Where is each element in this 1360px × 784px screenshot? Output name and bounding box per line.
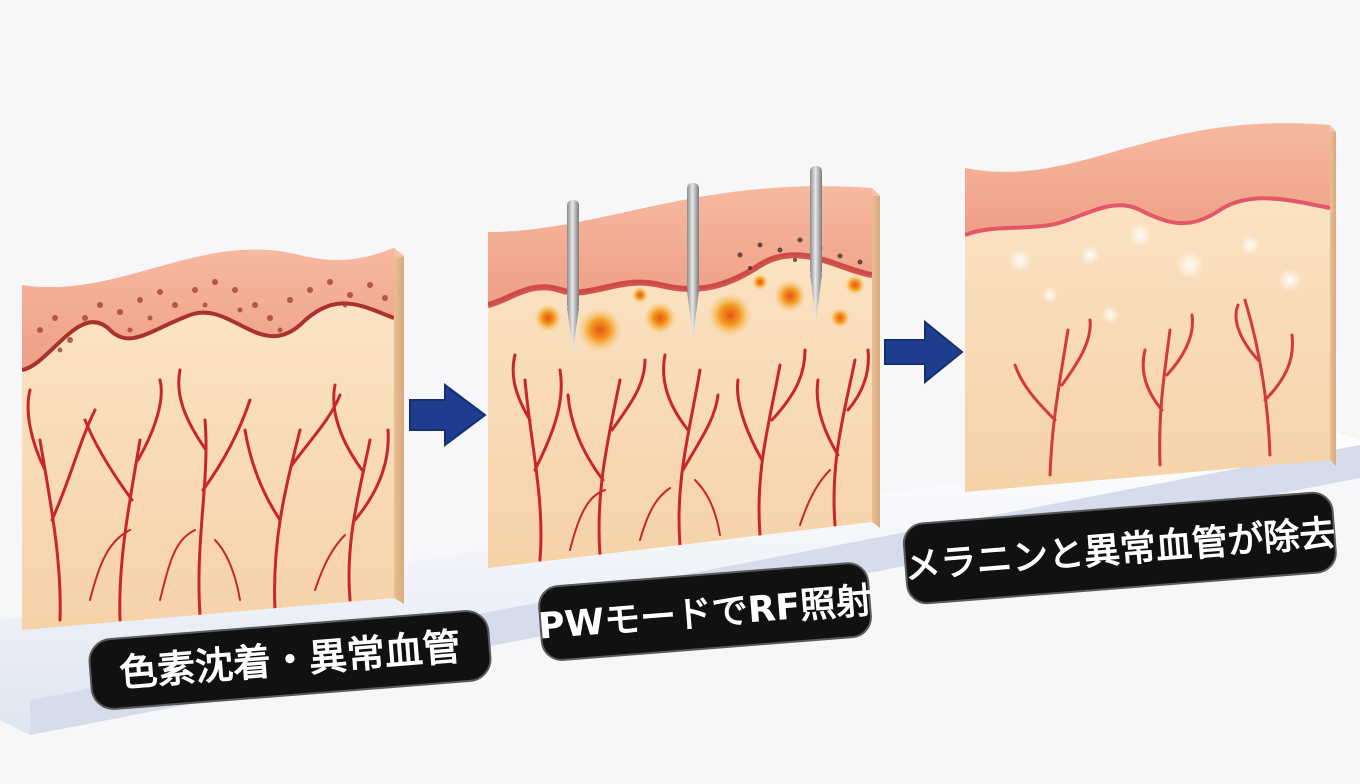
melanin-pigment bbox=[37, 279, 388, 353]
needle-icon bbox=[687, 183, 699, 338]
abnormal-blood-vessels bbox=[26, 368, 390, 622]
arrow-right-icon bbox=[884, 319, 964, 385]
panel-before bbox=[22, 248, 404, 630]
rf-needles bbox=[567, 166, 822, 350]
sparkle-glow bbox=[1008, 223, 1302, 324]
needle-icon bbox=[810, 166, 822, 322]
label-after: メラニンと異常血管が除去 bbox=[902, 491, 1337, 605]
arrow-right-icon bbox=[409, 383, 487, 447]
panel-treatment bbox=[488, 166, 880, 568]
label-before: 色素沈着・異常血管 bbox=[88, 610, 492, 710]
blood-vessels bbox=[511, 348, 870, 562]
panel-after bbox=[965, 123, 1336, 492]
needle-icon bbox=[567, 200, 579, 350]
rf-heat-spots bbox=[534, 274, 865, 352]
normal-blood-vessels bbox=[1013, 298, 1295, 477]
label-treatment: PWモードでRF照射 bbox=[537, 562, 873, 661]
